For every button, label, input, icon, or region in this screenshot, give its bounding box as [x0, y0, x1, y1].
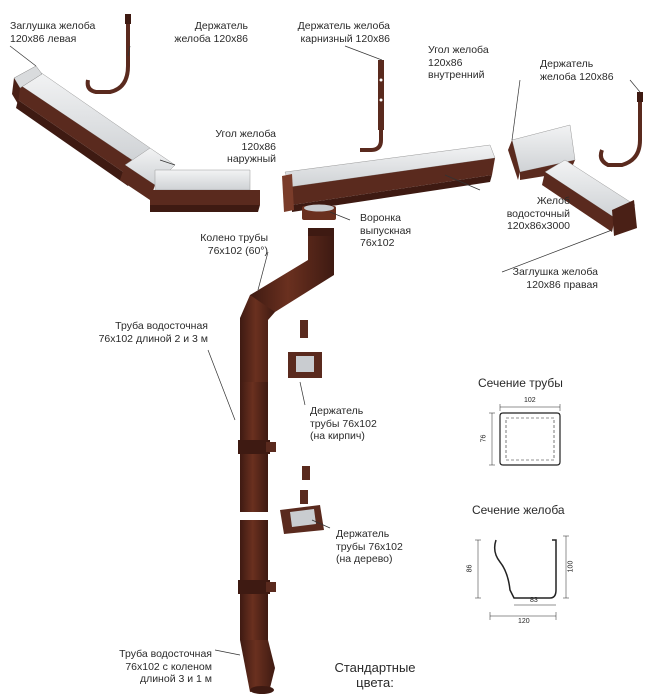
pipe-bracket-wood: [280, 490, 324, 534]
gutter-left-horizontal: [150, 169, 260, 212]
pipe-section-height: 76: [480, 434, 488, 443]
gutter-section-width: 120: [518, 618, 530, 625]
pipe-section-title: Сечение трубы: [478, 376, 563, 390]
label-gutter: Желоб водосточный 120x86x3000: [506, 195, 570, 232]
gutter-section-height-left: 86: [466, 564, 474, 573]
pipe-bracket-brick: [288, 320, 322, 480]
leader-lines: [9, 45, 641, 656]
label-pipe-elbow: Труба водосточная 76x102 с коленом длино…: [119, 648, 212, 685]
label-cap-left: Заглушка желоба 120x86 левая: [10, 20, 96, 45]
pipe-elbow: [250, 228, 334, 312]
label-holder-right: Держатель желоба 120x86: [540, 58, 614, 83]
gutter-funnel: [302, 204, 336, 220]
gutter-main: [282, 144, 496, 212]
gutter-holder-right: [598, 92, 643, 167]
pipe-section-drawing: [489, 404, 561, 466]
pipe-section-width: 102: [524, 397, 536, 404]
label-corner-outer: Угол желоба 120x86 наружный: [215, 128, 276, 165]
downpipe-lower: [238, 520, 276, 694]
label-cap-right: Заглушка желоба 120x86 правая: [512, 266, 598, 291]
label-elbow: Колено трубы 76x102 (60°): [200, 232, 268, 257]
gutter-holder-left: [85, 14, 131, 94]
gutter-holder-eaves: [360, 60, 384, 152]
label-funnel: Воронка выпускная 76x102: [360, 212, 412, 249]
label-bracket-brick: Держатель трубы 76x102 (на кирпич): [310, 405, 377, 442]
label-holder-eaves: Держатель желоба карнизный 120x86: [297, 20, 390, 45]
gutter-right-run: [542, 159, 636, 232]
gutter-end-cap-right: [612, 200, 637, 236]
gutter-section-drawing: [475, 535, 569, 620]
downpipe-upper: [238, 295, 276, 512]
gutter-end-cap-left: [12, 65, 43, 104]
gutter-left-run: [16, 71, 151, 186]
gutter-section-inner-width: 83: [530, 597, 538, 604]
gutter-section-height-right: 100: [567, 560, 575, 573]
label-bracket-wood: Держатель трубы 76x102 (на дерево): [336, 528, 403, 565]
label-corner-inner: Угол желоба 120x86 внутренний: [428, 44, 489, 81]
label-holder-top: Держатель желоба 120x86: [174, 20, 248, 45]
standard-colors-heading: Стандартные цвета:: [334, 660, 416, 690]
label-pipe: Труба водосточная 76x102 длиной 2 и 3 м: [98, 320, 208, 345]
gutter-section-title: Сечение желоба: [472, 503, 565, 517]
